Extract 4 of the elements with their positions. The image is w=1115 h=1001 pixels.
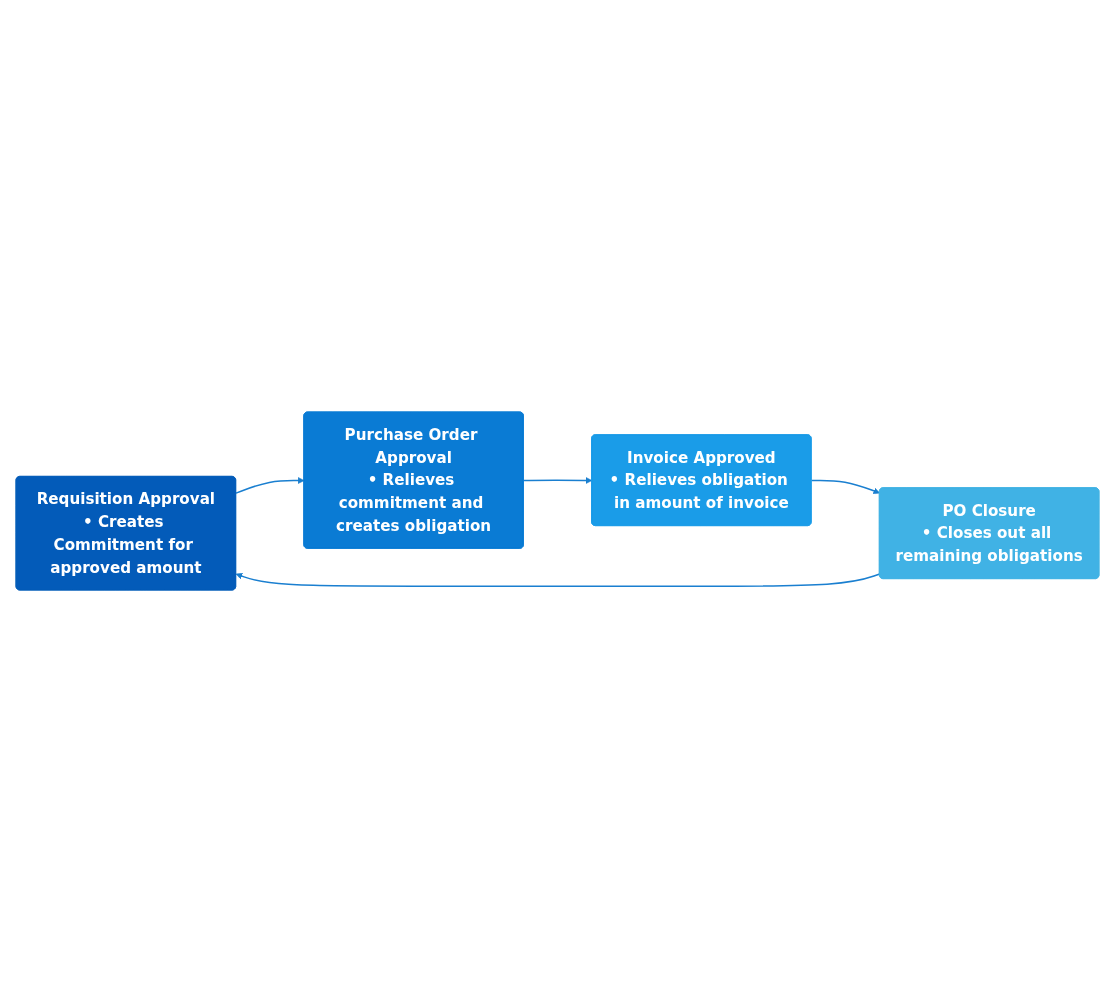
arrow <box>235 476 305 494</box>
arrow <box>523 476 593 484</box>
arrow <box>810 479 880 494</box>
arrow <box>235 572 881 587</box>
